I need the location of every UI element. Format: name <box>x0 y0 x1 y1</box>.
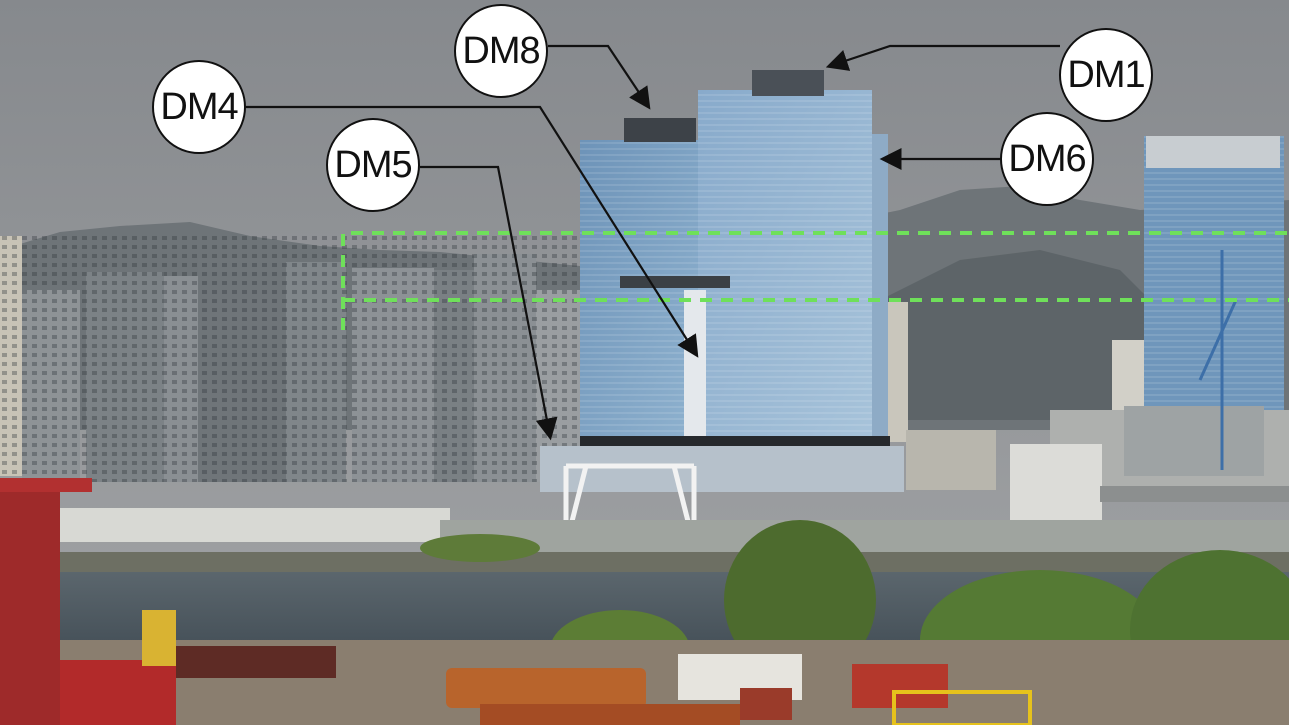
construction-foreground <box>0 478 1289 725</box>
dm8-arrow <box>548 44 651 110</box>
callout-dm8: DM8 <box>454 4 548 98</box>
dm4-arrow <box>246 105 699 358</box>
callout-dm4-label: DM4 <box>160 85 238 128</box>
far-ridge <box>880 250 1150 420</box>
seawall <box>60 552 1289 574</box>
callout-dm8-label: DM8 <box>462 29 540 72</box>
dm1-arrow <box>825 44 1060 71</box>
residential-towers <box>0 236 580 482</box>
callout-dm5: DM5 <box>326 118 420 212</box>
callout-dm1: DM1 <box>1059 28 1153 122</box>
callout-dm6-label: DM6 <box>1008 137 1086 180</box>
callout-dm1-label: DM1 <box>1067 53 1145 96</box>
dm5-arrow <box>420 165 558 441</box>
callout-arrows <box>246 44 1060 441</box>
right-buildings <box>886 136 1289 544</box>
dashed-level-markers <box>341 231 1289 330</box>
callout-dm6: DM6 <box>1000 112 1094 206</box>
callout-dm4: DM4 <box>152 60 246 154</box>
callout-dm5-label: DM5 <box>334 143 412 186</box>
upper-dashed-line <box>341 231 1289 330</box>
twin-glass-towers <box>540 70 904 492</box>
waterfront-sheds <box>60 508 450 542</box>
tower-crane <box>1198 250 1238 470</box>
